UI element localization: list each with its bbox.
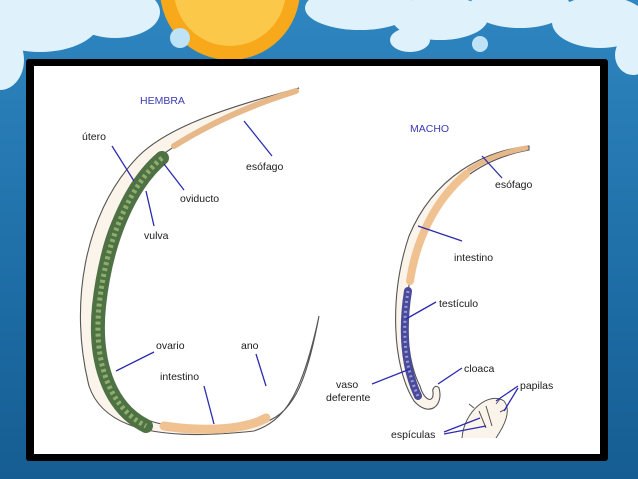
leader-anus (255, 353, 267, 387)
female-esophagus (171, 88, 299, 149)
leader-ovary (115, 351, 155, 372)
leader-cloaca (437, 367, 463, 385)
label-male-esophagus: esófago (495, 179, 533, 191)
female-body (79, 87, 320, 436)
leader-male-esophagus (481, 155, 503, 179)
female-labels: útero esófago oviducto vulva ovario ano … (82, 120, 284, 425)
male-worm (395, 145, 530, 410)
label-spicules: espículas (391, 429, 435, 441)
label-papillae: papilas (520, 380, 553, 392)
label-anus: ano (241, 340, 259, 352)
male-intestine (406, 170, 470, 285)
leader-vulva (145, 190, 155, 227)
male-labels: esófago intestino testículo cloaca vaso … (326, 155, 553, 441)
label-female-esophagus: esófago (246, 161, 284, 173)
label-vas-deferens-1: vaso (336, 379, 358, 391)
label-female-intestine: intestino (160, 371, 199, 383)
leader-male-intestine (417, 225, 463, 242)
leader-spicules-2 (443, 425, 487, 435)
sun-decoration (160, 0, 300, 60)
leader-spicules-1 (443, 417, 481, 433)
spicule-lines (478, 405, 493, 429)
label-oviduct: oviducto (180, 193, 219, 205)
leader-uterus (111, 145, 135, 182)
cloud-decoration (0, 0, 638, 90)
female-intestine (159, 413, 271, 434)
male-testis-coils (403, 290, 420, 397)
female-title: HEMBRA (140, 95, 185, 107)
leader-female-intestine (203, 385, 215, 425)
leader-papillae-2 (503, 387, 519, 412)
female-worm (79, 87, 320, 436)
label-ovary: ovario (156, 340, 185, 352)
label-vulva: vulva (144, 230, 169, 242)
label-male-intestine: intestino (454, 252, 493, 264)
leader-testicle (405, 301, 437, 320)
leader-vas-deferens (371, 368, 411, 385)
leader-papillae-1 (495, 385, 519, 402)
label-uterus: útero (82, 131, 106, 143)
nematode-diagram: HEMBRA útero esófago oviducto vulva ovar… (34, 66, 600, 454)
male-tail-detail (461, 398, 508, 439)
male-esophagus (466, 145, 529, 173)
male-title: MACHO (410, 123, 449, 135)
leader-oviduct (163, 163, 185, 191)
label-vas-deferens-2: deferente (326, 392, 371, 404)
female-ovary-coils (95, 156, 164, 429)
label-testicle: testículo (439, 298, 478, 310)
leader-female-esophagus (243, 120, 273, 157)
diagram-canvas: HEMBRA útero esófago oviducto vulva ovar… (79, 87, 553, 441)
label-cloaca: cloaca (464, 363, 495, 375)
